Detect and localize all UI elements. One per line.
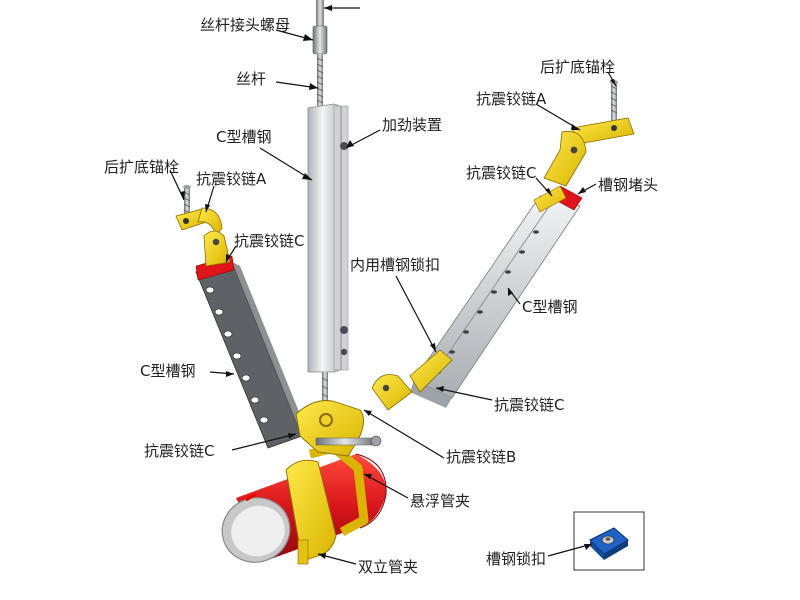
label-hinge-c-lower-right: 抗震铰链C (494, 396, 564, 414)
label-inner-channel-lock: 内用槽钢锁扣 (350, 256, 440, 274)
label-hinge-a-left: 抗震铰链A (196, 170, 267, 188)
channel-lock-inset (573, 511, 645, 571)
label-anchor-bolt-right: 后扩底锚栓 (540, 58, 615, 76)
label-c-channel-right: C型槽钢 (522, 298, 577, 316)
left-hinge-c (203, 230, 231, 267)
label-hinge-c-left: 抗震铰链C (234, 232, 304, 250)
label-anchor-bolt-left: 后扩底锚栓 (104, 158, 179, 176)
left-diagonal-c-channel (195, 255, 308, 449)
label-stiffener: 加劲装置 (382, 116, 442, 134)
label-hinge-c-right: 抗震铰链C (466, 164, 536, 182)
label-hinge-a-right: 抗震铰链A (476, 90, 547, 108)
label-double-clamp: 双立管夹 (358, 558, 418, 576)
left-anchor-bolt (183, 185, 191, 226)
threaded-rod (312, 0, 328, 106)
label-hinge-c-lower-left: 抗震铰链C (144, 442, 214, 460)
label-hinge-b: 抗震铰链B (446, 448, 516, 466)
label-channel-lock: 槽钢锁扣 (486, 550, 546, 568)
label-suspended-clamp: 悬浮管夹 (410, 492, 470, 510)
suspended-pipe-clamp (295, 400, 382, 457)
label-c-channel-vertical: C型槽钢 (216, 128, 271, 146)
label-threaded-rod: 丝杆 (236, 70, 266, 88)
leader-arrowheads (180, 5, 616, 559)
label-rod-coupling-nut: 丝杆接头螺母 (200, 16, 290, 34)
label-c-channel-left: C型槽钢 (140, 362, 195, 380)
channel-lock-icon (589, 527, 629, 560)
label-channel-end-cap: 槽钢堵头 (598, 176, 658, 194)
right-hinge-c (533, 131, 587, 213)
diagram-labels: 丝杆接头螺母 丝杆 C型槽钢 加劲装置 后扩底锚栓 抗震铰链A 抗震铰链C 槽钢… (104, 16, 658, 576)
left-hinge-a (175, 207, 223, 237)
vertical-c-channel (307, 103, 349, 373)
right-lower-hinge-c (371, 349, 453, 411)
